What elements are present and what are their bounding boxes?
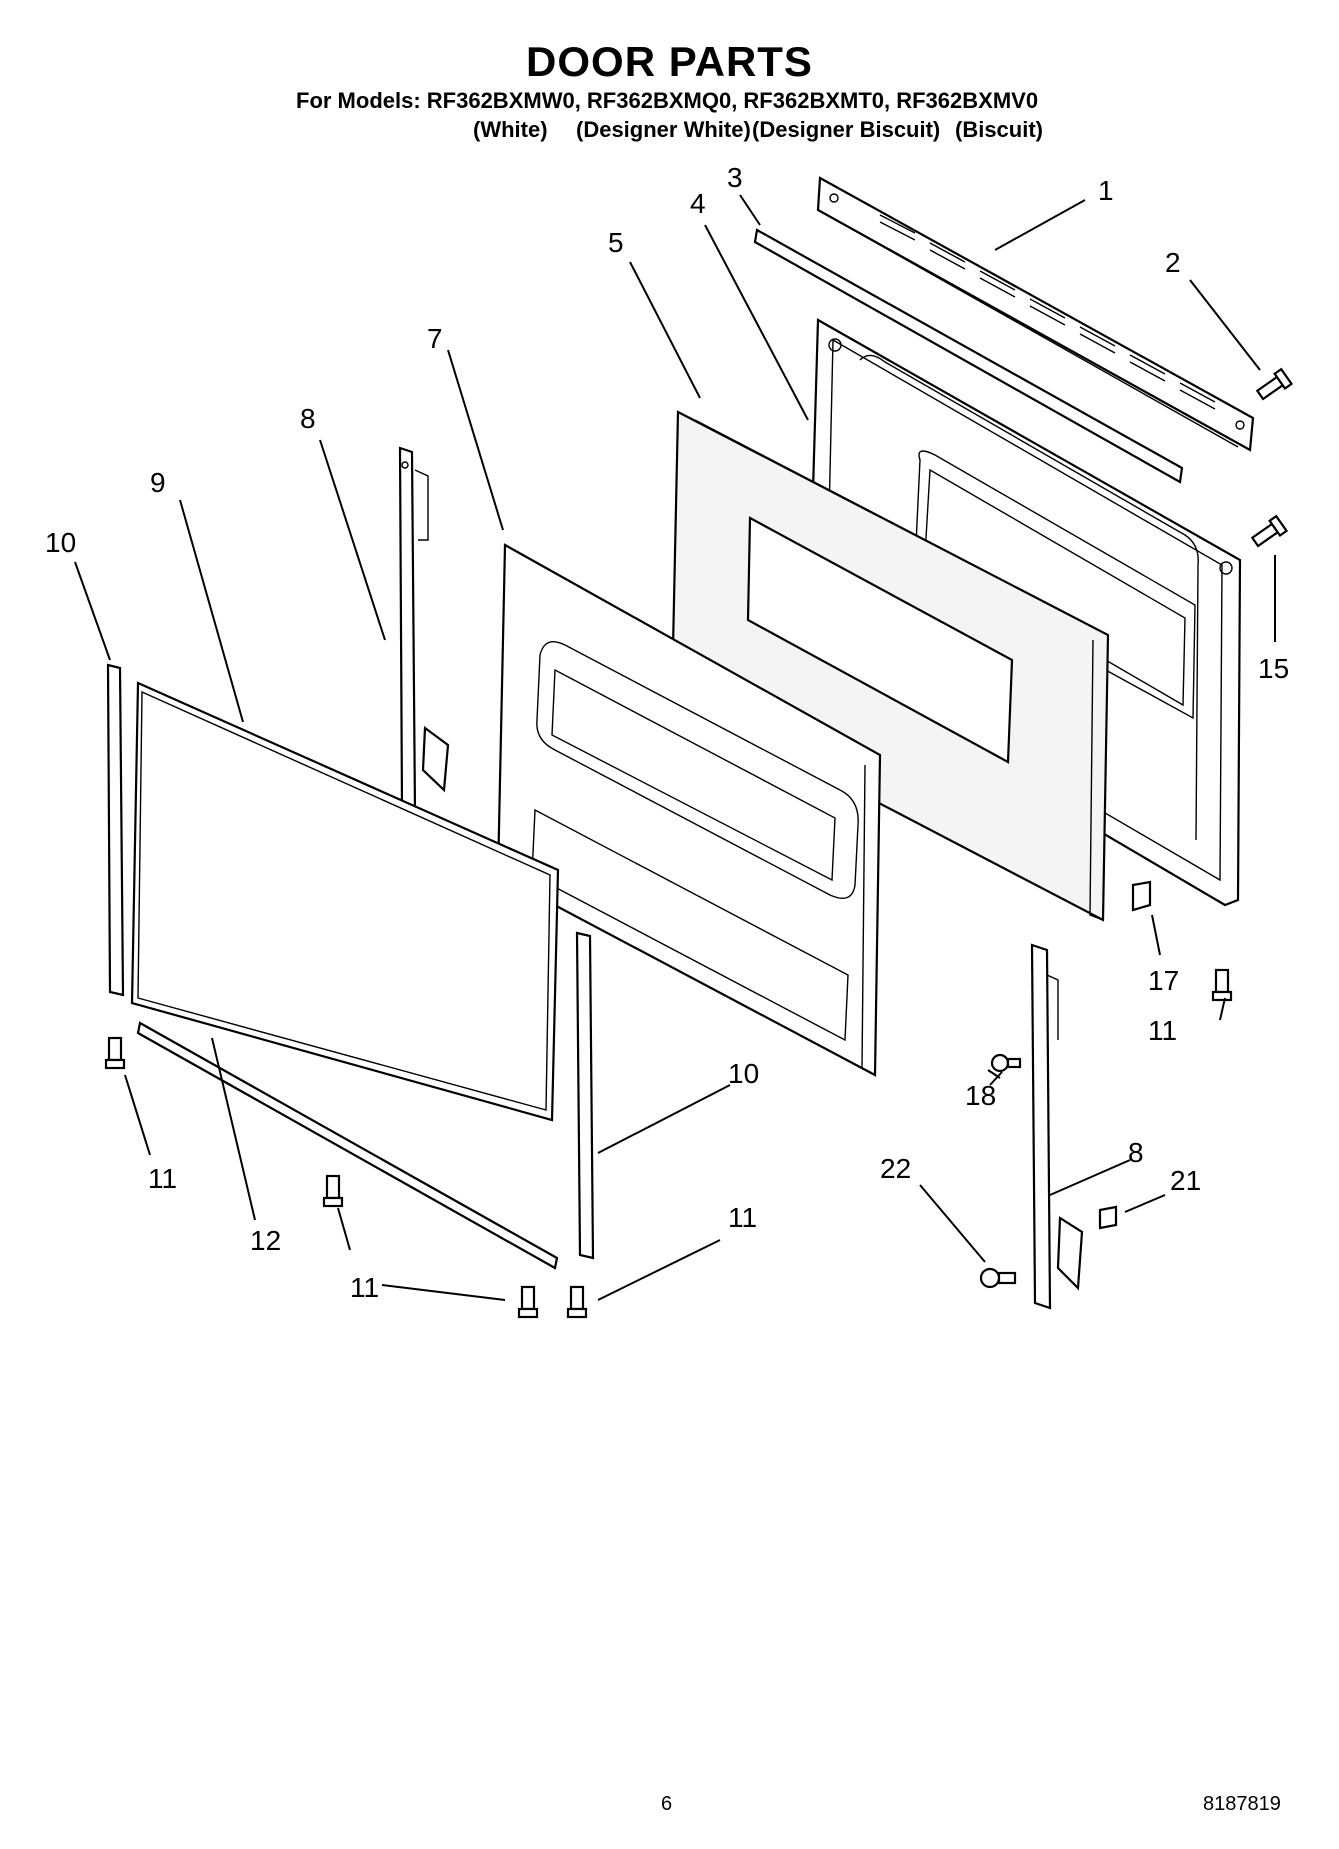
vent-trim bbox=[816, 176, 1255, 452]
callout-12: 12 bbox=[250, 1225, 281, 1256]
callout-18: 18 bbox=[965, 1080, 996, 1111]
color-white: (White) bbox=[473, 117, 548, 142]
leader-lines bbox=[74, 194, 1276, 1301]
color-biscuit: (Biscuit) bbox=[955, 117, 1043, 142]
screw-11 bbox=[322, 1174, 344, 1208]
callout-4: 4 bbox=[690, 188, 706, 219]
callout-10: 10 bbox=[45, 527, 76, 558]
callout-10: 10 bbox=[728, 1058, 759, 1089]
screw-11 bbox=[566, 1285, 588, 1319]
side-trim-left bbox=[106, 663, 125, 997]
clip-21 bbox=[1098, 1205, 1118, 1230]
callout-3: 3 bbox=[727, 162, 743, 193]
screw-11 bbox=[517, 1285, 539, 1319]
callout-11: 11 bbox=[1148, 1015, 1177, 1046]
color-designer-white: (Designer White) bbox=[576, 117, 751, 142]
callout-22: 22 bbox=[880, 1153, 911, 1184]
callout-21: 21 bbox=[1170, 1165, 1201, 1196]
vent-strip bbox=[753, 228, 1184, 484]
screw-11 bbox=[1211, 968, 1233, 1002]
color-designer-biscuit: (Designer Biscuit) bbox=[752, 117, 941, 142]
page-title: DOOR PARTS bbox=[526, 38, 813, 85]
callout-9: 9 bbox=[150, 467, 166, 498]
models-line: For Models: RF362BXMW0, RF362BXMQ0, RF36… bbox=[296, 88, 1039, 113]
callout-11: 11 bbox=[148, 1163, 177, 1194]
bottom-trim bbox=[136, 1021, 559, 1270]
clip-17 bbox=[1131, 880, 1152, 912]
callout-11: 11 bbox=[350, 1272, 379, 1303]
page-number: 6 bbox=[661, 1793, 673, 1815]
door-glass bbox=[130, 681, 560, 1122]
callout-7: 7 bbox=[427, 323, 443, 354]
callout-15: 15 bbox=[1258, 653, 1289, 684]
door-insulation bbox=[670, 410, 1110, 922]
screw-11 bbox=[104, 1036, 126, 1070]
callout-8: 8 bbox=[300, 403, 316, 434]
callout-5: 5 bbox=[608, 227, 624, 258]
callout-labels: 1 2 3 4 5 7 8 9 10 15 17 11 18 10 11 12 … bbox=[45, 162, 1289, 1303]
callout-2: 2 bbox=[1165, 247, 1181, 278]
hinge-left bbox=[398, 446, 450, 814]
inner-door-panel bbox=[496, 543, 882, 1077]
screws bbox=[104, 367, 1294, 1319]
document-number: 8187819 bbox=[1203, 1793, 1281, 1815]
hinge-right bbox=[1030, 943, 1084, 1310]
side-trim-right bbox=[575, 931, 595, 1260]
callout-1: 1 bbox=[1098, 175, 1114, 206]
callout-17: 17 bbox=[1148, 965, 1179, 996]
callout-8: 8 bbox=[1128, 1137, 1144, 1168]
callout-11: 11 bbox=[728, 1202, 757, 1233]
